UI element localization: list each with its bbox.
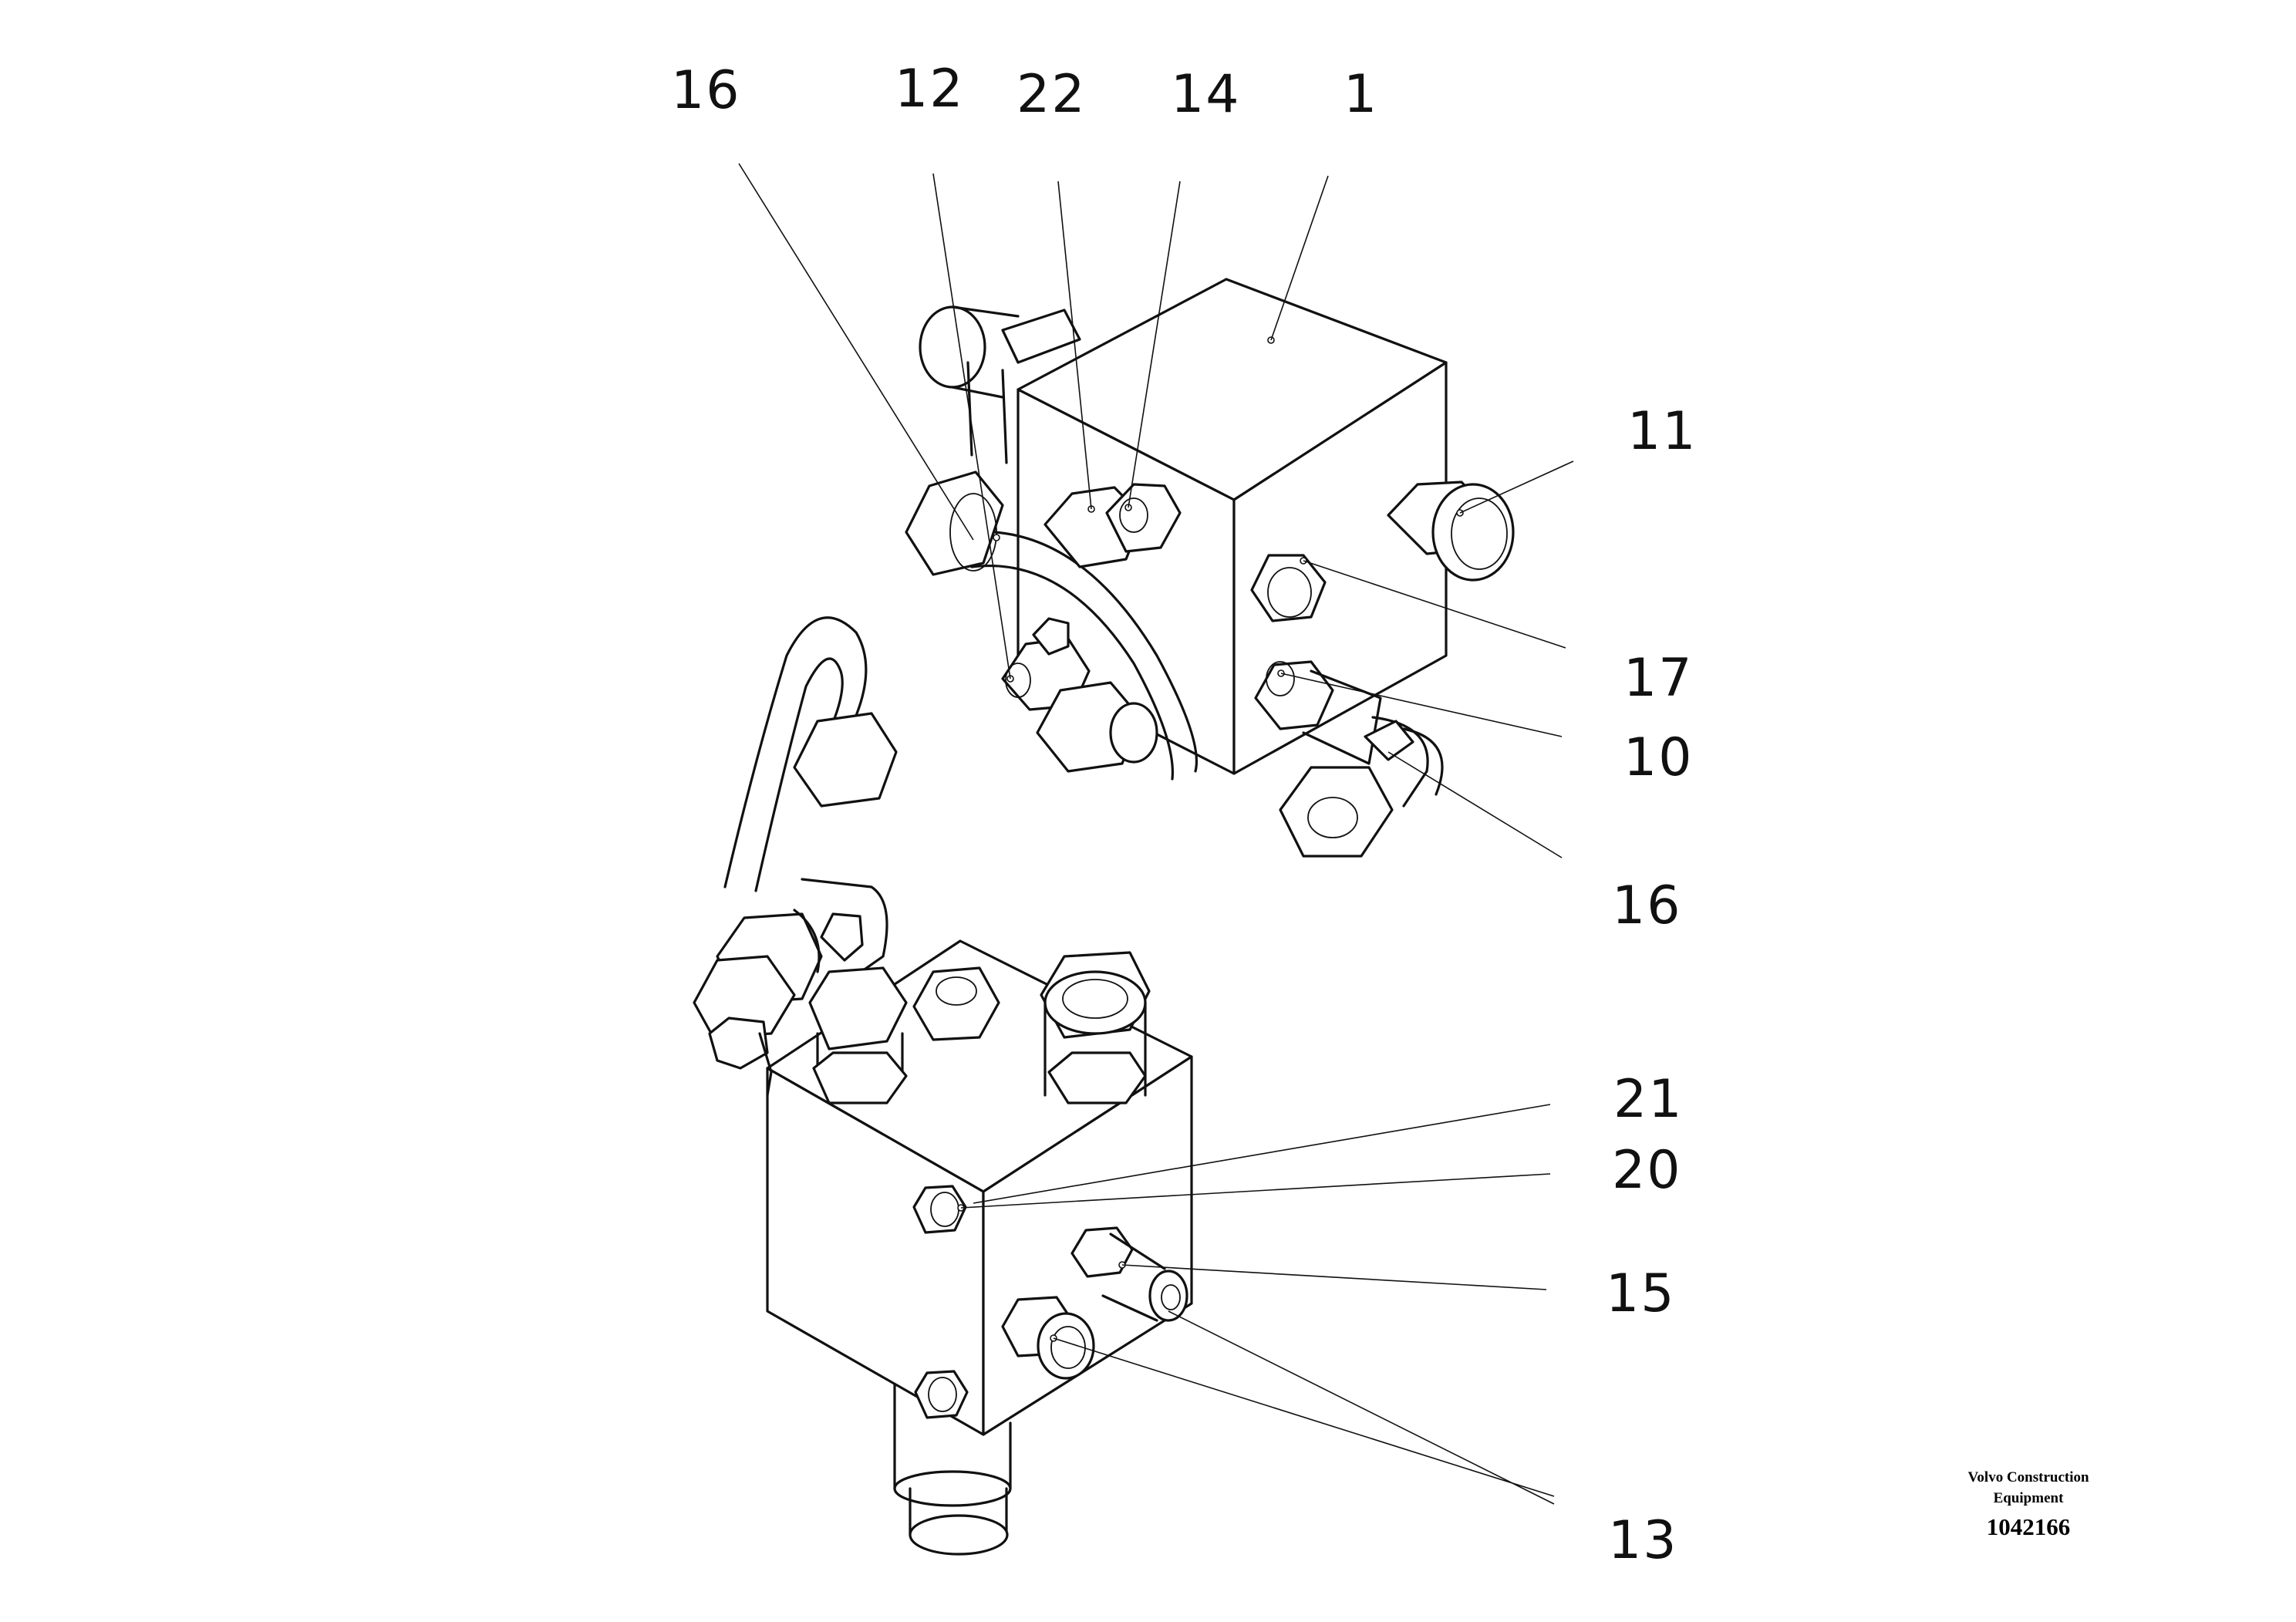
leader-lines	[738, 163, 1574, 1505]
callout-15: 15	[1606, 1263, 1676, 1324]
elbow-16-right	[1279, 716, 1444, 858]
lower-top-fittings	[693, 878, 1151, 1104]
callout-labels: 16 12 22 14 1 11 17 10 16 21 20 15 13	[671, 59, 1698, 1571]
callout-17: 17	[1623, 648, 1694, 709]
callout-16-top: 16	[671, 60, 741, 121]
callout-21: 21	[1613, 1069, 1684, 1130]
upper-valve-block	[919, 278, 1448, 775]
callout-16-right: 16	[1612, 875, 1682, 936]
callout-22: 22	[1017, 64, 1087, 125]
connecting-pipe	[723, 616, 898, 892]
brand-line-2: Equipment	[1993, 1490, 2064, 1506]
callout-12: 12	[895, 59, 965, 120]
drawing-number: 1042166	[1986, 1513, 2071, 1540]
callout-1: 1	[1344, 64, 1378, 125]
fitting-13	[1001, 1296, 1095, 1380]
fitting-11	[1387, 481, 1515, 582]
callout-14: 14	[1171, 64, 1241, 125]
lower-front-fittings	[912, 1185, 969, 1419]
callout-13: 13	[1608, 1510, 1678, 1571]
brand-line-1: Volvo Construction	[1967, 1469, 2089, 1485]
callout-20: 20	[1612, 1140, 1682, 1201]
callout-10: 10	[1623, 727, 1694, 788]
tube-cluster-upper	[905, 470, 1199, 781]
fitting-17	[1250, 554, 1327, 622]
callout-11: 11	[1627, 401, 1698, 462]
